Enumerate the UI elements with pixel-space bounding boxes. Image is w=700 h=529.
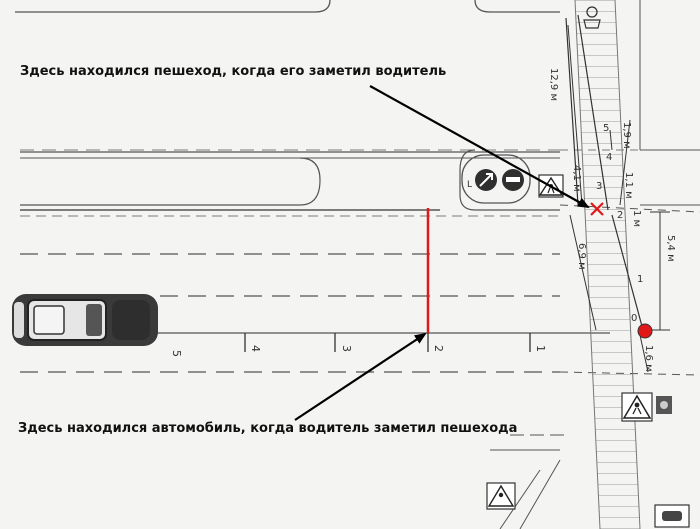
distance-ticks (244, 333, 531, 352)
measure-1-m: 1 м (631, 210, 642, 227)
distance-mark-2: 2 (432, 345, 445, 352)
road-markings (15, 0, 700, 529)
measure-5-4: 5,4 м (665, 235, 676, 262)
car-annotation: Здесь находился автомобиль, когда водите… (18, 421, 518, 436)
car-sign-icon (654, 504, 690, 528)
measure-1-6: 1,6 м (643, 345, 654, 372)
measure-1-9: 1,9 м (621, 122, 632, 149)
distance-mark-4: 4 (249, 345, 262, 352)
crosswalk-number-1: 1 (637, 274, 643, 285)
svg-text:L: L (467, 180, 472, 190)
collision-cross-icon (590, 202, 604, 216)
keep-right-sign-icon (475, 169, 497, 191)
car-arrow (294, 332, 427, 421)
trajectory-lines (565, 14, 644, 331)
pedestrian-crossing-sign-icon (656, 396, 672, 414)
no-entry-sign-icon (502, 169, 524, 191)
distance-mark-3: 3 (340, 345, 353, 352)
distance-mark-5: 5 (170, 350, 183, 357)
crosswalk-number-2: 2 (617, 210, 623, 221)
pedestrian-crossing-sign-icon (486, 482, 516, 510)
pedestrian-crossing-sign-icon (621, 392, 653, 422)
crosswalk-number-0: 0 (631, 313, 637, 324)
pedestrian-annotation: Здесь находился пешеход, когда его замет… (20, 64, 447, 79)
crosswalk-number-3: 3 (596, 181, 602, 192)
pedestrian-arrow (369, 85, 590, 208)
crosswalk-number-4: 4 (606, 152, 612, 163)
impact-point-marker (637, 323, 653, 339)
crosswalk-number-5: 5 (603, 123, 609, 134)
measure-12-9: 12,9 м (548, 68, 559, 101)
measure-4-1: 4,1 м (571, 165, 582, 192)
distance-mark-1: 1 (534, 345, 547, 352)
measure-6-9: 6,9 м (576, 243, 587, 270)
pedestrian-figure-icon (583, 6, 601, 29)
dimension-lines (567, 24, 670, 373)
measure-1-1: 1,1 м (623, 172, 634, 199)
car-icon (12, 294, 158, 346)
